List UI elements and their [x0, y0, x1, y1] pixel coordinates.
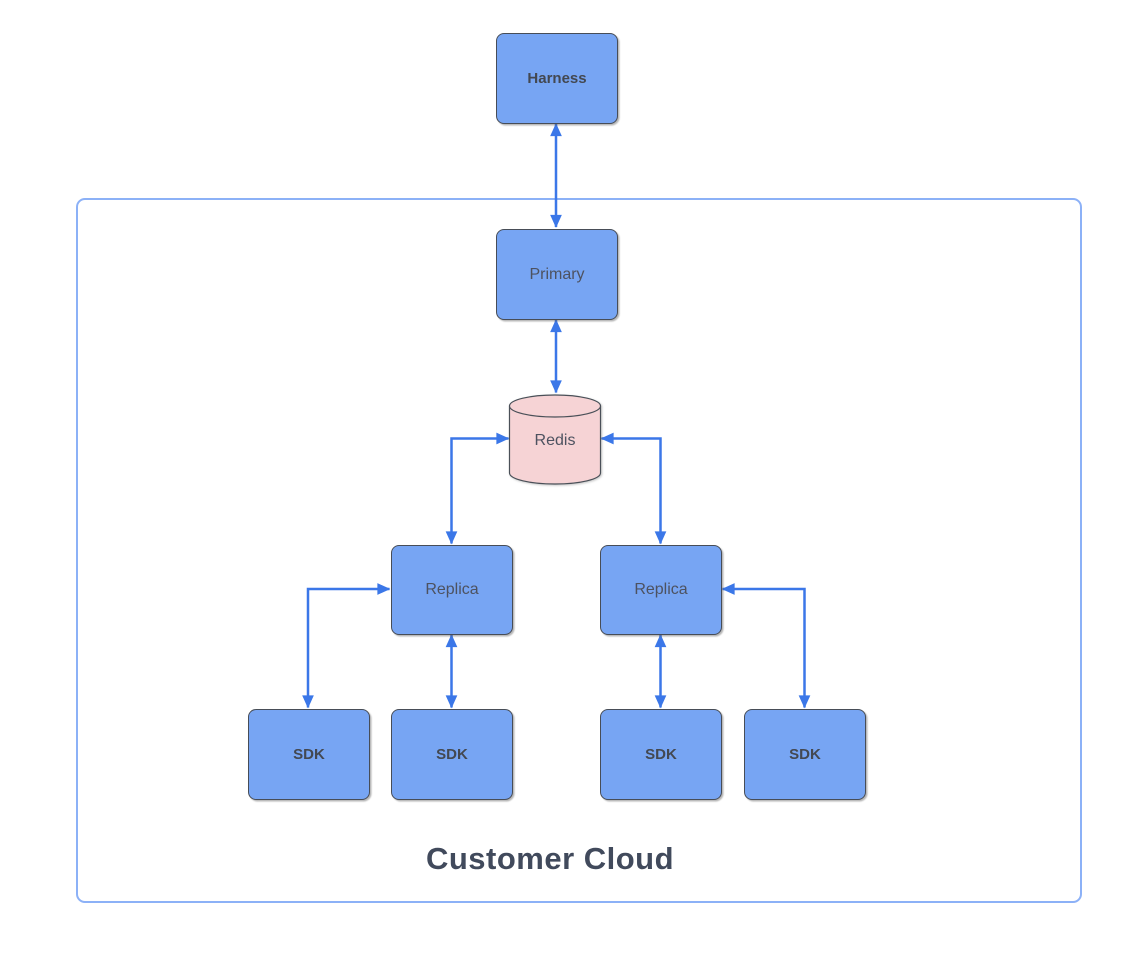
connector-replica-right-sdk-4 [721, 583, 811, 709]
node-redis: Redis [508, 394, 602, 486]
customer-cloud-boundary [76, 198, 1082, 903]
node-sdk-3: SDK [600, 709, 722, 800]
node-sdk-4: SDK [744, 709, 866, 800]
customer-cloud-label: Customer Cloud [425, 841, 675, 876]
node-redis-label: Redis [534, 432, 576, 449]
node-primary-label: Primary [529, 265, 585, 283]
node-replica-right: Replica [600, 545, 722, 635]
connector-redis-replica-right [600, 432, 667, 545]
node-primary: Primary [496, 229, 618, 320]
node-sdk-4-label: SDK [789, 746, 821, 763]
node-replica-left-label: Replica [425, 581, 479, 598]
node-sdk-1-label: SDK [293, 746, 325, 763]
node-replica-right-label: Replica [634, 581, 688, 598]
node-harness-label: Harness [527, 70, 587, 87]
redis-cylinder-shape [508, 394, 602, 485]
node-sdk-1: SDK [248, 709, 370, 800]
node-sdk-2: SDK [391, 709, 513, 800]
node-sdk-3-label: SDK [645, 746, 677, 763]
connector-redis-replica-left [445, 432, 510, 545]
connector-replica-left-sdk-1 [302, 583, 391, 709]
node-harness: Harness [496, 33, 618, 124]
node-replica-left: Replica [391, 545, 513, 635]
node-sdk-2-label: SDK [436, 746, 468, 763]
